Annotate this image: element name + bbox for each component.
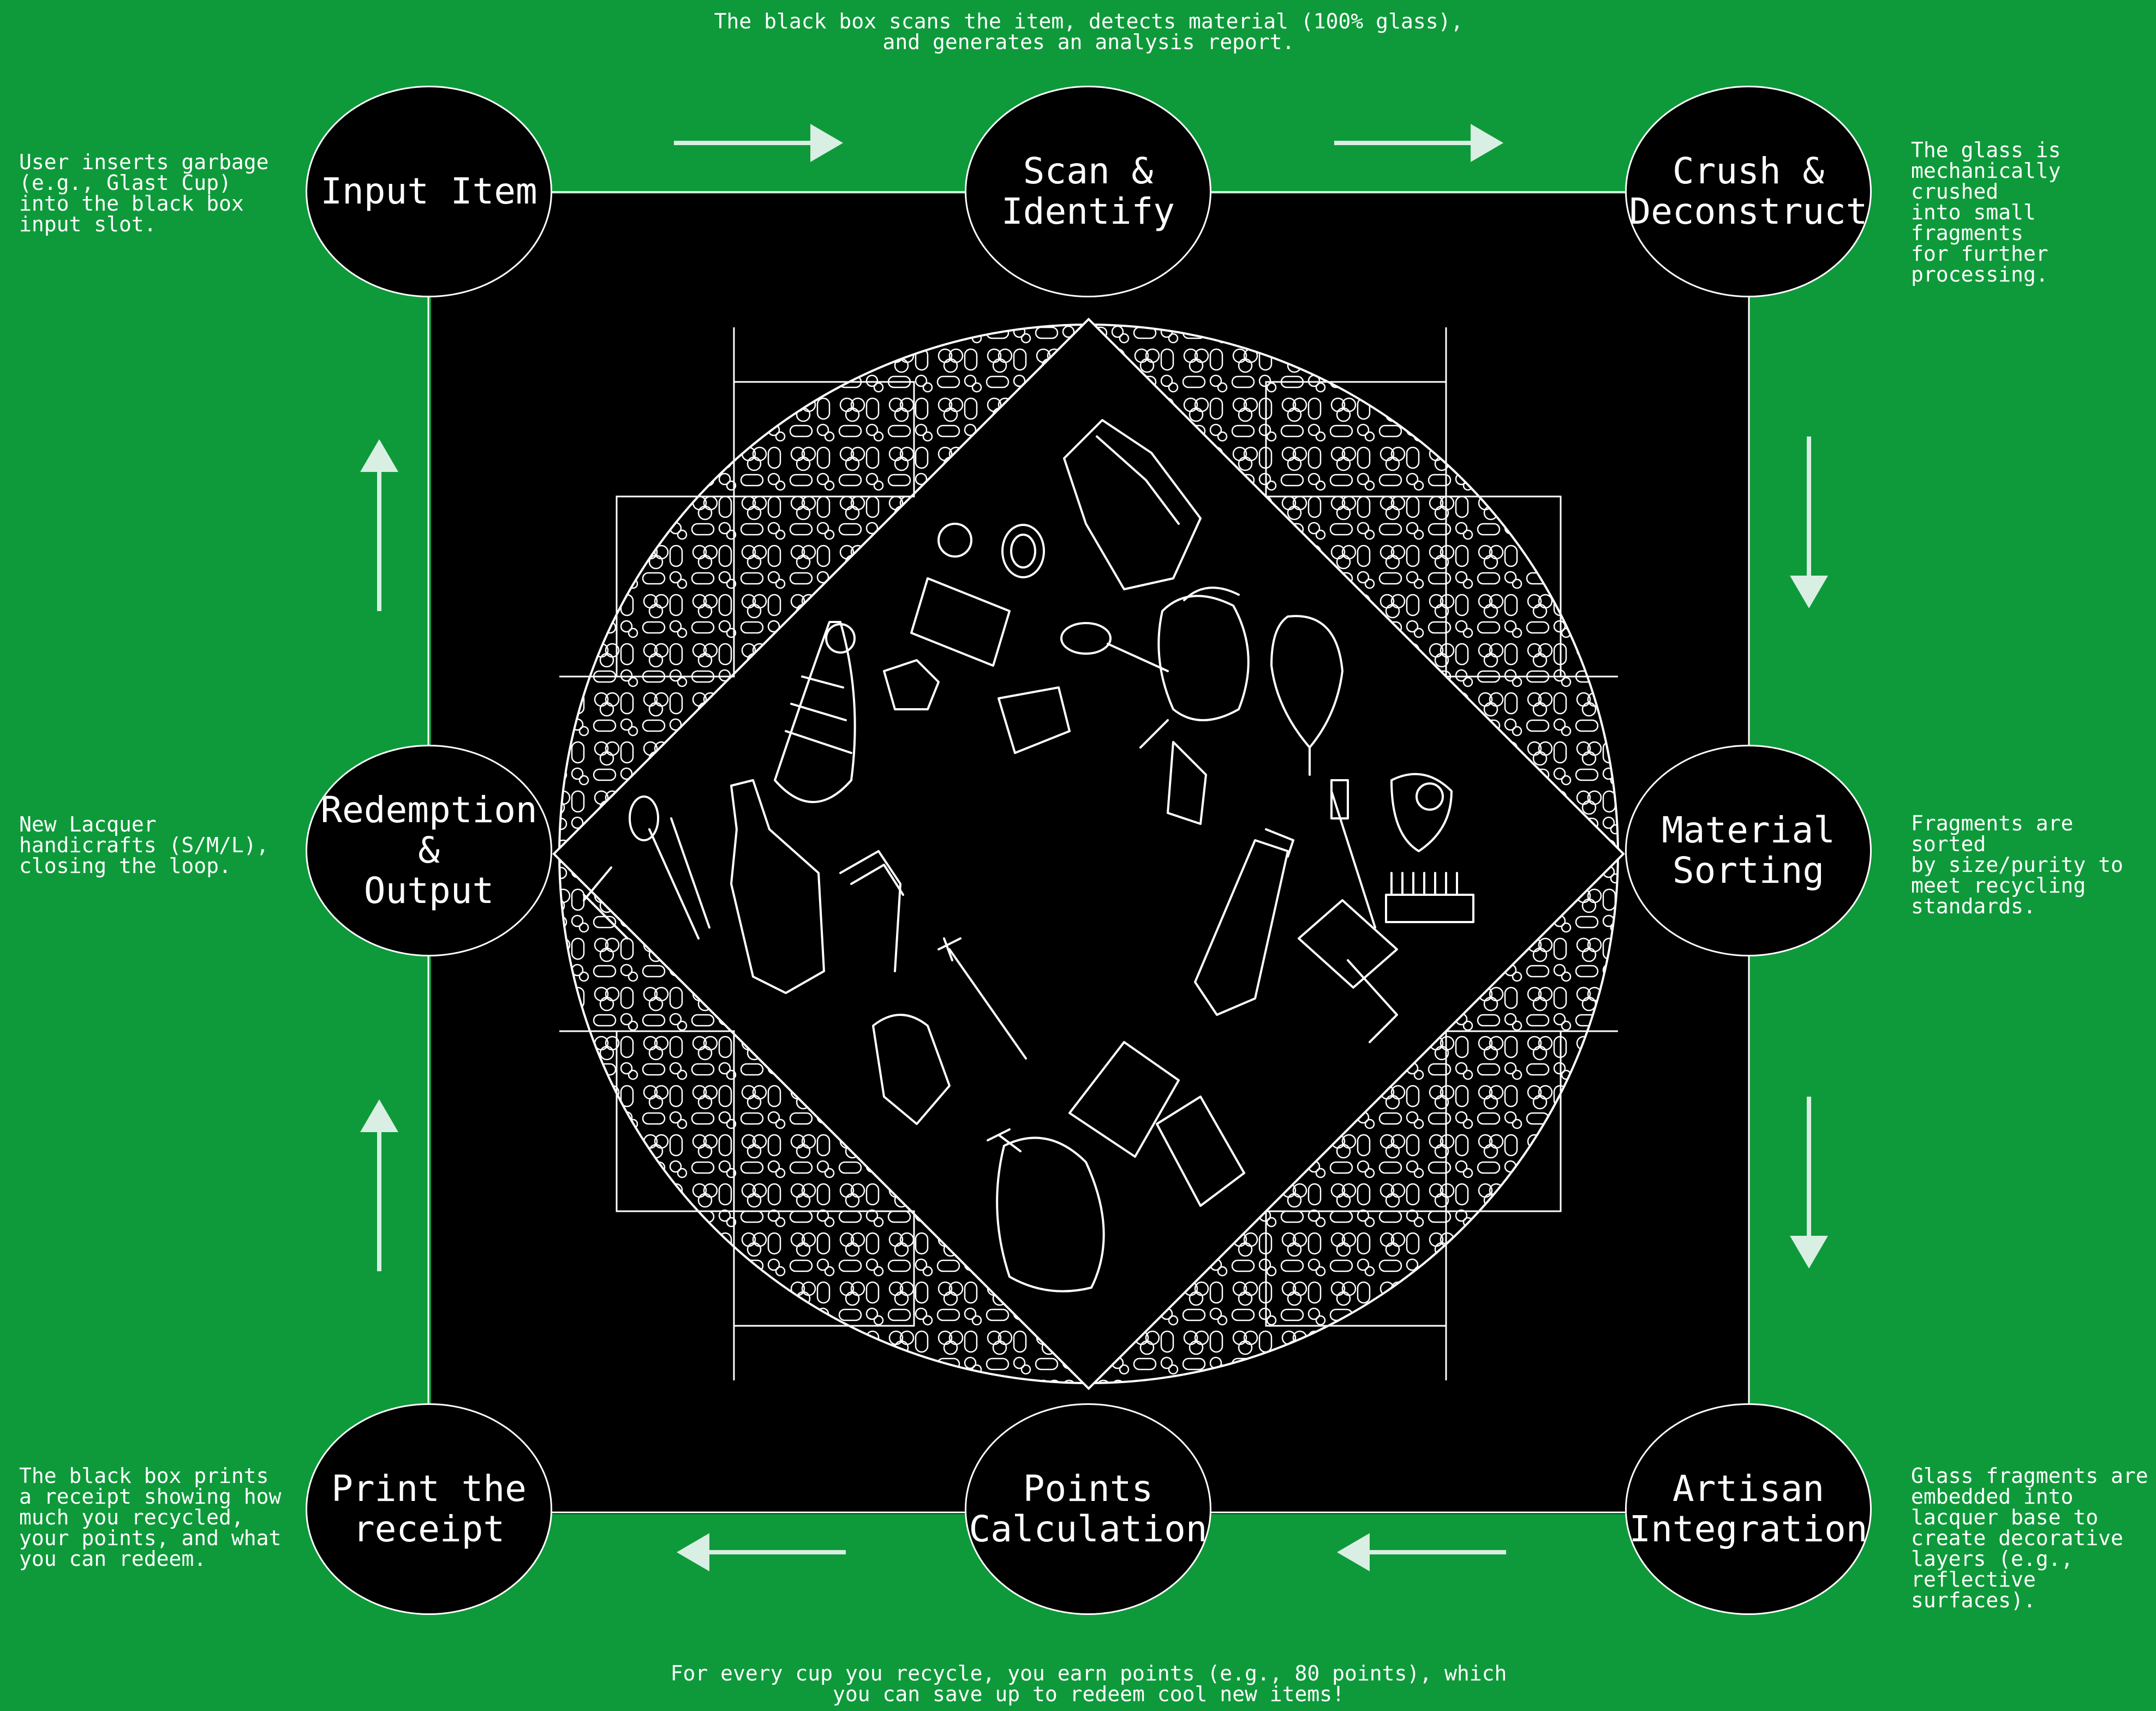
step-label: Scan & Identify	[1001, 151, 1175, 232]
step-crush-deconstruct: Crush & Deconstruct	[1625, 86, 1872, 297]
step-label: Material Sorting	[1662, 810, 1835, 891]
step-points-calculation: Points Calculation	[965, 1403, 1211, 1615]
step-input-item: Input Item	[306, 86, 552, 297]
step-label: Redemption & Output	[307, 790, 551, 911]
arrow-icon	[1790, 1097, 1828, 1269]
note-points: For every cup you recycle, you earn poin…	[600, 1663, 1577, 1704]
arrow-icon	[674, 124, 843, 162]
arrow-icon	[677, 1533, 846, 1571]
step-label: Crush & Deconstruct	[1629, 151, 1867, 232]
arrow-icon	[360, 1099, 398, 1271]
note-input: User inserts garbage (e.g., Glast Cup) i…	[19, 152, 270, 235]
step-scan-identify: Scan & Identify	[965, 86, 1211, 297]
note-crush: The glass is mechanically crushed into s…	[1911, 140, 2156, 285]
note-scan: The black box scans the item, detects ma…	[655, 11, 1522, 52]
step-label: Print the receipt	[331, 1469, 527, 1550]
step-artisan-integration: Artisan Integration	[1625, 1403, 1872, 1615]
step-redemption-output: Redemption & Output	[306, 745, 552, 956]
step-label: Input Item	[320, 171, 537, 212]
arrow-icon	[1337, 1533, 1506, 1571]
note-redemption: New Lacquer handicrafts (S/M/L), closing…	[19, 814, 303, 876]
note-sorting: Fragments are sorted by size/purity to m…	[1911, 813, 2156, 917]
arrow-icon	[1790, 436, 1828, 608]
step-label: Points Calculation	[969, 1469, 1207, 1550]
step-label: Artisan Integration	[1629, 1469, 1867, 1550]
step-material-sorting: Material Sorting	[1625, 745, 1872, 956]
arrow-icon	[1334, 124, 1503, 162]
note-receipt: The black box prints a receipt showing h…	[19, 1465, 303, 1569]
step-print-receipt: Print the receipt	[306, 1403, 552, 1615]
center-disc	[554, 319, 1623, 1389]
arrow-icon	[360, 439, 398, 611]
note-artisan: Glass fragments are embedded into lacque…	[1911, 1465, 2156, 1611]
